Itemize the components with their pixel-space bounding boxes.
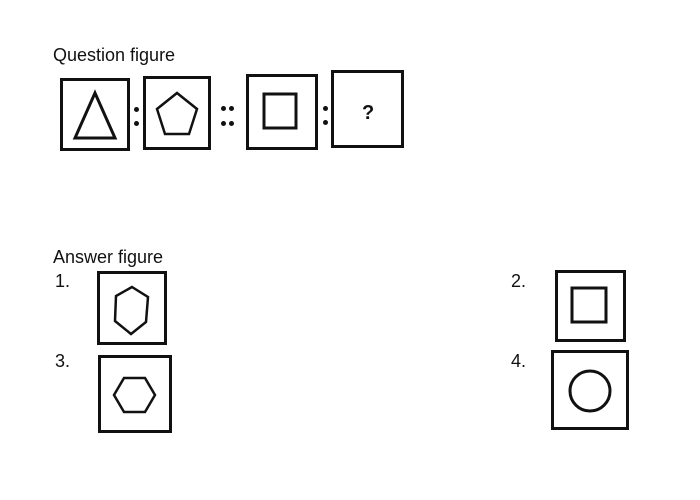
answer-heading: Answer figure — [53, 247, 164, 267]
question-figure-1 — [60, 78, 130, 151]
answer-option-1[interactable] — [97, 271, 167, 345]
square-icon — [262, 92, 298, 130]
triangle-icon — [72, 89, 118, 140]
circle-icon — [568, 369, 612, 413]
question-figure-3 — [246, 74, 318, 150]
option-number: 4. — [511, 351, 527, 371]
question-mark: ? — [362, 102, 375, 124]
option-number: 1. — [55, 271, 71, 291]
answer-option-3[interactable] — [98, 355, 172, 433]
option-number: 2. — [511, 271, 527, 291]
question-figure-4: ? — [331, 70, 404, 148]
hexagon-icon — [112, 376, 157, 414]
question-heading: Question figure — [53, 45, 176, 65]
answer-option-4[interactable] — [551, 350, 629, 430]
option-number: 3. — [55, 351, 71, 371]
pentagon-icon — [155, 91, 199, 136]
pentagon-icon — [113, 285, 150, 336]
square-icon — [570, 286, 608, 324]
answer-option-2[interactable] — [555, 270, 626, 342]
question-figure-2 — [143, 76, 211, 150]
